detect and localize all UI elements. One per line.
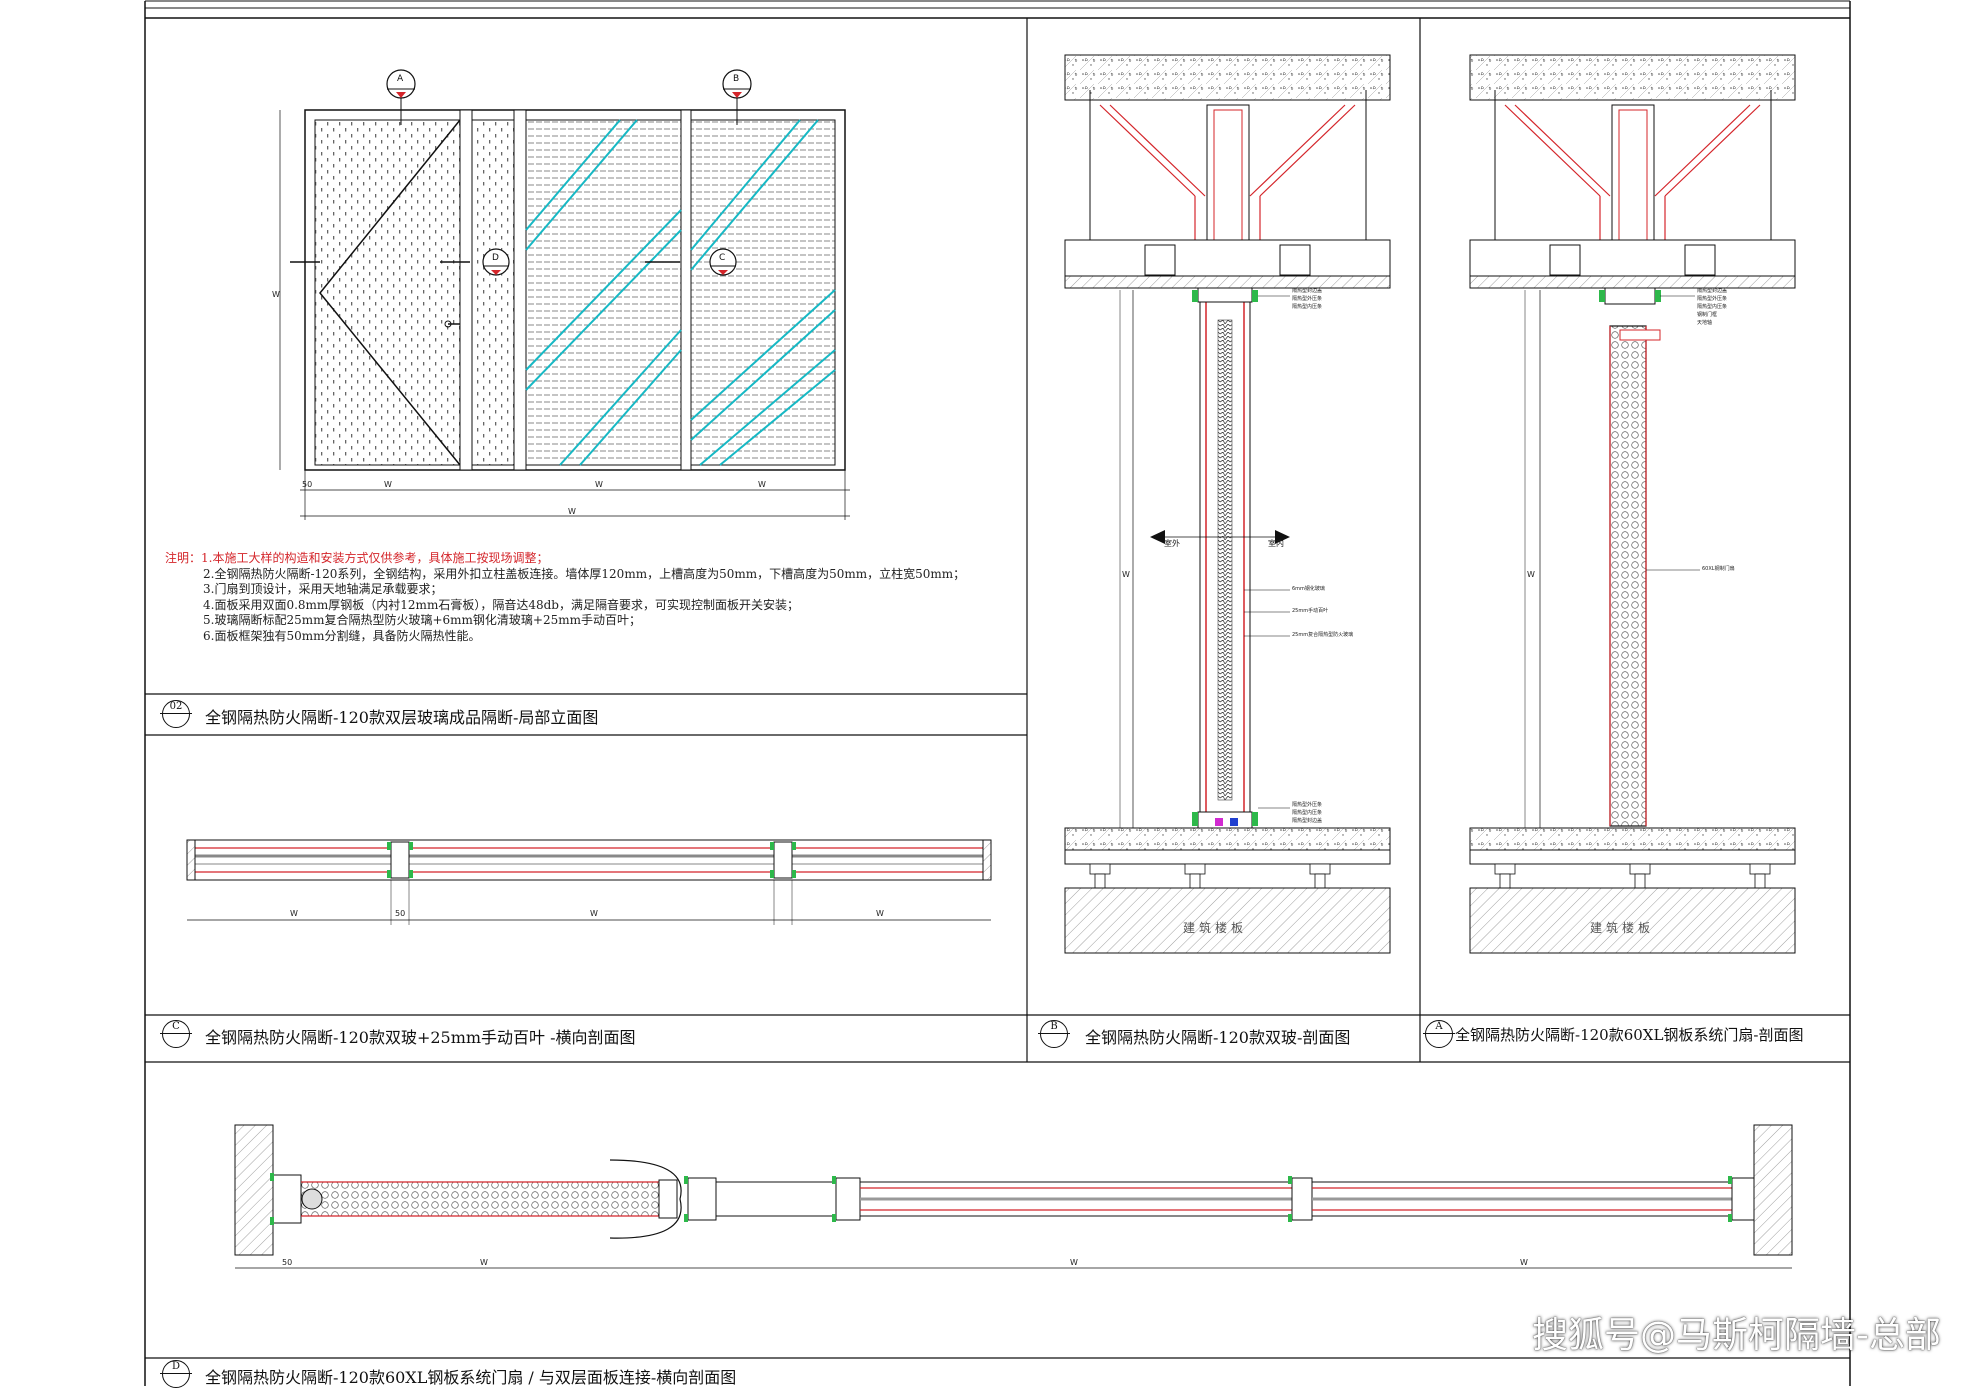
- section-marker-b-elev: [722, 69, 752, 99]
- elev-mark-d: D: [492, 253, 499, 263]
- note-line-1: 注明：1.本施工大样的构造和安装方式仅供参考，具体施工按现场调整；: [165, 551, 549, 565]
- note-line-6: 6.面板框架独有50mm分割缝，具备防火隔热性能。: [203, 628, 481, 643]
- title-section-a: 全钢隔热防火隔断-120款60XL钢板系统门扇-剖面图: [1455, 1026, 1804, 1044]
- label-b-bot2: 隔热型内压条: [1292, 810, 1323, 816]
- label-b-glass2: 25mm复合隔热型防火玻璃: [1292, 632, 1354, 638]
- detail-bubble-a-text: A: [1435, 1021, 1443, 1032]
- dim-d-w1: W: [480, 1258, 488, 1267]
- note-line-3: 3.门扇到顶设计，采用天地轴满足承载要求；: [203, 582, 443, 596]
- section-marker-a-elev: [386, 69, 416, 99]
- label-b-bot1: 隔热型外压条: [1292, 802, 1323, 808]
- elev-mark-b: B: [733, 74, 740, 84]
- dim-w-panel: W: [595, 480, 603, 489]
- label-floor-a: 建筑楼板: [1590, 921, 1655, 935]
- title-section-d: 全钢隔热防火隔断-120款60XL钢板系统门扇 / 与双层面板连接-横向剖面图: [205, 1368, 737, 1387]
- label-b-top3: 隔热型内压条: [1292, 304, 1323, 310]
- sheet-border: [144, 0, 1851, 1386]
- dim-height-w: W: [272, 290, 280, 299]
- section-marker-d-elev: [482, 248, 510, 276]
- label-outdoor: 室外: [1164, 539, 1180, 548]
- dim-c-w2: W: [590, 909, 598, 918]
- detail-bubble-02: 02: [160, 700, 192, 728]
- title-section-b: 全钢隔热防火隔断-120款双玻-剖面图: [1085, 1028, 1351, 1047]
- label-b-blind: 25mm手动百叶: [1292, 608, 1329, 614]
- dim-d-w2: W: [1070, 1258, 1078, 1267]
- dim-50: 50: [302, 480, 313, 489]
- dim-w-door: W: [384, 480, 392, 489]
- label-b-bot3: 隔热型封边盖: [1292, 818, 1323, 824]
- detail-bubble-02-text: 02: [169, 701, 183, 712]
- label-a-top2: 隔热型外压条: [1697, 296, 1728, 302]
- dim-c-50: 50: [395, 909, 406, 918]
- dim-total-w: W: [568, 507, 576, 516]
- elev-mark-c: C: [719, 253, 726, 263]
- section-b-drawing: [1064, 54, 1391, 954]
- note-line-4: 4.面板采用双面0.8mm厚钢板（内衬12mm石膏板），隔音达48db，满足隔音…: [203, 597, 799, 612]
- detail-bubble-a: A: [1423, 1020, 1455, 1048]
- label-a-top1: 隔热型封边盖: [1697, 288, 1728, 294]
- label-a-door: 60XL钢制门扇: [1702, 566, 1735, 572]
- dim-w-panel2: W: [758, 480, 766, 489]
- label-a-top5: 天地轴: [1697, 320, 1713, 326]
- title-elevation-02: 全钢隔热防火隔断-120款双层玻璃成品隔断-局部立面图: [205, 708, 599, 727]
- detail-bubble-b: B: [1038, 1020, 1070, 1048]
- label-indoor: 室内: [1268, 539, 1284, 548]
- detail-bubble-d: D: [160, 1360, 192, 1388]
- detail-bubble-c: C: [160, 1020, 192, 1048]
- section-c-drawing: [186, 839, 992, 925]
- label-a-top3: 隔热型内压条: [1697, 304, 1728, 310]
- section-marker-c-elev: [709, 248, 737, 276]
- section-d-drawing: [234, 1124, 1793, 1269]
- note-line-2: 2.全钢隔热防火隔断-120系列，全钢结构，采用外扣立柱盖板连接。墙体厚120m…: [203, 566, 966, 581]
- dim-a-w: W: [1527, 570, 1535, 579]
- title-section-c: 全钢隔热防火隔断-120款双玻+25mm手动百叶 -横向剖面图: [205, 1028, 636, 1047]
- detail-bubble-d-text: D: [171, 1361, 181, 1372]
- label-floor-b: 建筑楼板: [1183, 921, 1248, 935]
- dim-c-w1: W: [290, 909, 298, 918]
- annotation-leaders: [1244, 295, 1700, 809]
- notes-block: 注明：1.本施工大样的构造和安装方式仅供参考，具体施工按现场调整； 2.全钢隔热…: [165, 551, 965, 644]
- dim-b-w: W: [1122, 570, 1130, 579]
- section-a-drawing: [1469, 54, 1796, 954]
- elev-mark-a: A: [397, 74, 404, 84]
- dim-c-w3: W: [876, 909, 884, 918]
- label-b-top1: 隔热型封边盖: [1292, 288, 1323, 294]
- detail-bubble-c-text: C: [172, 1021, 180, 1032]
- elevation-drawing: [279, 70, 850, 520]
- label-b-glass1: 6mm钢化玻璃: [1292, 586, 1325, 592]
- note-line-5: 5.玻璃隔断标配25mm复合隔热型防火玻璃+6mm钢化清玻璃+25mm手动百叶；: [203, 613, 642, 627]
- dim-d-50: 50: [282, 1258, 293, 1267]
- label-a-top4: 钢制门框: [1697, 312, 1718, 318]
- dim-d-w3: W: [1520, 1258, 1528, 1267]
- label-b-top2: 隔热型外压条: [1292, 296, 1323, 302]
- detail-bubble-b-text: B: [1050, 1021, 1058, 1032]
- watermark-text: 搜狐号@马斯柯隔墙-总部: [1532, 1315, 1941, 1356]
